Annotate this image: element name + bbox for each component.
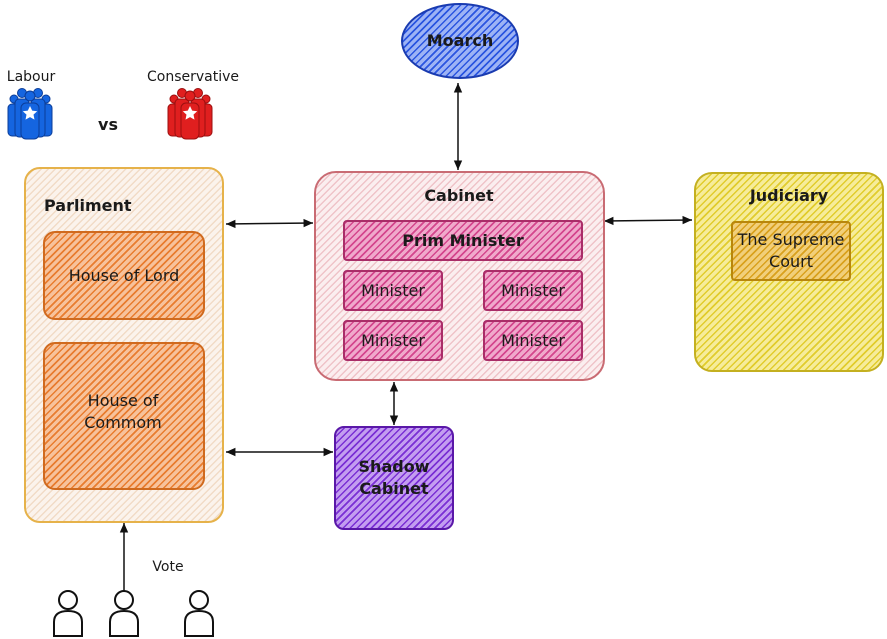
minister-label-1: Minister <box>361 280 425 300</box>
minister-node-1[interactable] <box>343 270 443 311</box>
conservative-label: Conservative <box>146 68 240 85</box>
judiciary-node[interactable] <box>694 172 884 372</box>
prime-minister-node[interactable] <box>343 220 583 261</box>
minister-node-3[interactable] <box>343 320 443 361</box>
parliament-title: Parliment <box>44 196 132 216</box>
labour-label: Labour <box>6 68 56 85</box>
vote-label: Vote <box>152 558 184 575</box>
monarch-label: Moarch <box>426 31 494 51</box>
edge-parliament-cabinet <box>225 218 314 229</box>
supreme-court-node[interactable] <box>731 221 851 281</box>
house-of-commons-node[interactable] <box>43 342 205 490</box>
vs-label: vs <box>98 115 118 135</box>
minister-node-2[interactable] <box>483 270 583 311</box>
shadow-cabinet-label: Shadow Cabinet <box>358 457 430 498</box>
conservative-people-icon <box>167 88 213 140</box>
voter-person-icon-2 <box>109 590 139 637</box>
shadow-cabinet-node[interactable] <box>334 426 454 530</box>
prime-minister-label: Prim Minister <box>402 230 524 250</box>
minister-label-3: Minister <box>361 330 425 350</box>
monarch-node[interactable] <box>401 3 519 79</box>
judiciary-title: Judiciary <box>749 186 829 206</box>
edge-cabinet-judiciary <box>603 215 693 226</box>
house-of-lords-node[interactable] <box>43 231 205 320</box>
voter-person-icon-1 <box>53 590 83 637</box>
minister-label-4: Minister <box>501 330 565 350</box>
supreme-court-label: The Supreme Court <box>737 230 845 271</box>
house-of-lords-label: House of Lord <box>68 265 180 285</box>
minister-label-2: Minister <box>501 280 565 300</box>
cabinet-title: Cabinet <box>424 186 494 206</box>
minister-node-4[interactable] <box>483 320 583 361</box>
labour-people-icon <box>7 88 53 140</box>
voter-person-icon-3 <box>184 590 214 637</box>
house-of-commons-label: House of Commom <box>84 391 162 432</box>
